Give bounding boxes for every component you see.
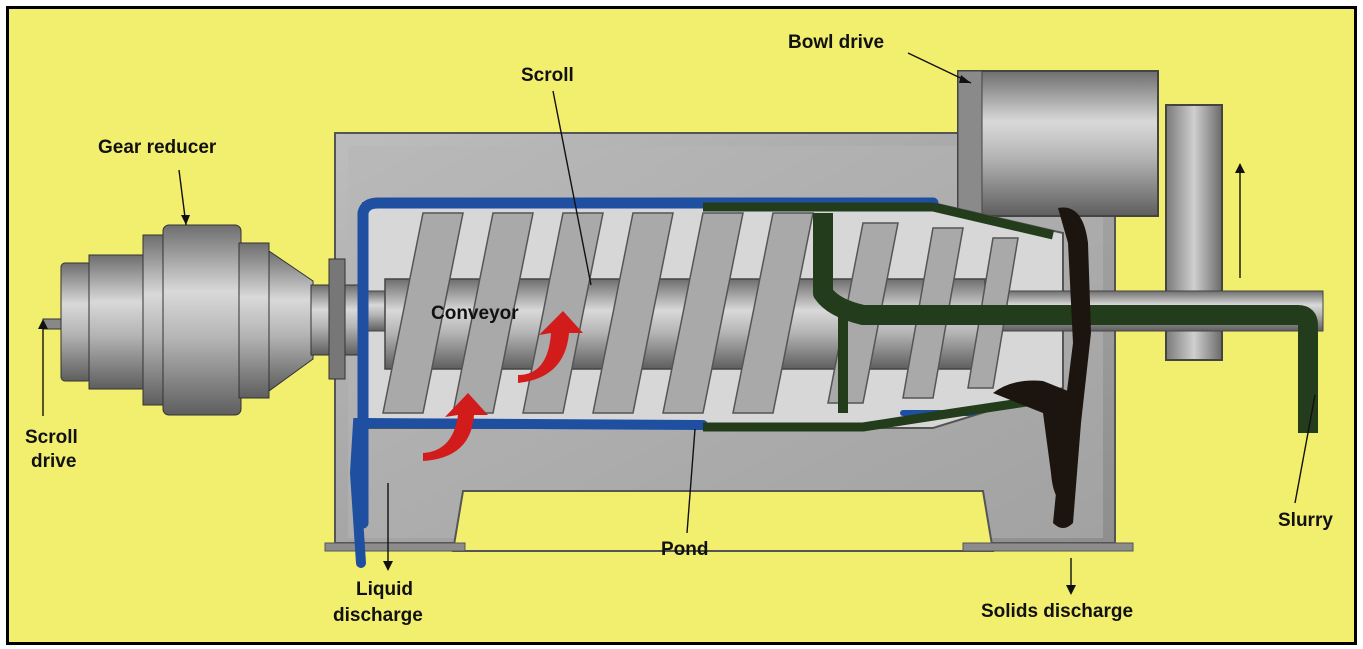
label-pond: Pond — [661, 539, 709, 560]
solids-discharge-flow — [993, 207, 1091, 528]
label-gear-reducer: Gear reducer — [98, 137, 217, 158]
flow-arrow-upper — [518, 311, 583, 383]
label-scroll: Scroll — [521, 65, 574, 86]
gear-reducer — [42, 224, 362, 416]
label-conveyor: Conveyor — [431, 303, 519, 324]
flow-arrow-lower — [423, 393, 488, 461]
label-scroll-drive-2: drive — [31, 451, 76, 472]
label-scroll-drive-1: Scroll — [25, 427, 78, 448]
diagram-frame: Bowl drive Scroll Gear reducer Conveyor … — [6, 6, 1357, 645]
centrifuge-diagram: Bowl drive Scroll Gear reducer Conveyor … — [9, 9, 1354, 642]
label-bowl-drive: Bowl drive — [788, 32, 884, 53]
label-liquid-discharge-2: discharge — [333, 605, 423, 626]
label-liquid-discharge-1: Liquid — [356, 579, 413, 600]
label-solids-discharge: Solids discharge — [981, 601, 1133, 622]
leader-lines — [38, 52, 1316, 595]
label-slurry: Slurry — [1278, 510, 1333, 531]
flow-arrows — [423, 311, 583, 461]
